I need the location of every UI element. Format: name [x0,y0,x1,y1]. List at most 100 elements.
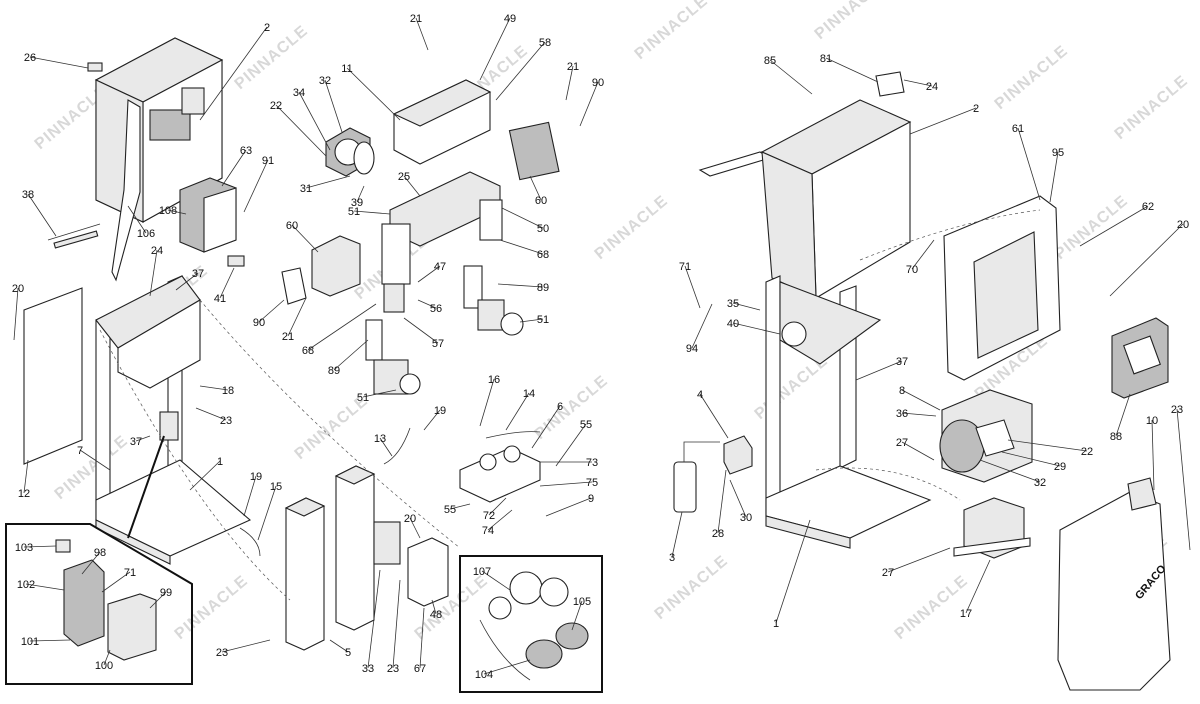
right-frame-part [765,275,932,549]
leader-line-c-41 [219,267,235,299]
callout-c-98: 98 [94,547,106,559]
leader-line-c-37a [175,272,199,291]
pump-assembly-part [381,121,560,313]
callout-c-89b: 89 [328,365,340,377]
leader-line-c-58 [495,41,546,101]
leader-line-c-61 [1017,127,1041,201]
leader-line-c-3 [671,511,683,558]
leader-line-c-27a [901,441,935,461]
callout-c-81: 81 [820,53,832,65]
callout-c-104: 104 [475,669,493,681]
leader-line-c-68b [307,303,377,351]
callout-c-85: 85 [764,55,776,67]
callout-c-17: 17 [960,608,972,620]
callout-c-30: 30 [740,512,752,524]
callout-c-95: 95 [1052,147,1064,159]
leader-line-c-102 [25,583,65,591]
callout-c-19a: 19 [434,405,446,417]
leader-line-c-88 [1115,393,1131,437]
callout-c-62: 62 [1142,201,1154,213]
leader-line-c-60b [291,224,319,253]
leader-line-c-60a [529,175,542,201]
callout-c-58: 58 [539,37,551,49]
leader-line-c-19b [243,475,257,517]
leader-line-c-51b [519,318,544,323]
leader-line-c-50 [501,207,544,229]
callout-c-1b: 1 [773,618,779,630]
leader-line-c-23b [221,639,271,653]
callout-c-23b: 23 [216,647,228,659]
callout-c-71b: 71 [679,261,691,273]
callout-c-48: 48 [430,609,442,621]
leader-line-c-89a [497,283,544,288]
leader-line-c-21b [565,65,574,101]
shroud-part [943,195,1061,381]
leader-line-c-22b [1007,439,1088,452]
leader-line-c-17 [965,559,991,614]
callout-c-5: 5 [345,647,351,659]
side-panel-part [23,287,83,465]
callout-c-108: 108 [159,205,177,217]
callout-c-68b: 68 [302,345,314,357]
leader-line-c-75 [539,481,593,487]
callout-c-100: 100 [95,660,113,672]
callout-c-102: 102 [17,579,35,591]
leader-line-c-71a [101,571,131,593]
leader-line-c-1b [775,519,811,624]
callout-c-40: 40 [727,318,739,330]
leader-line-c-31 [305,175,351,189]
leader-line-c-32b [979,459,1041,483]
leader-line-c-10 [1151,419,1155,491]
leader-line-c-63 [221,149,247,187]
leader-line-c-27b [887,547,951,573]
leader-line-c-90a [579,81,599,127]
leader-line-c-98 [81,551,101,575]
callout-c-23a: 23 [220,415,232,427]
callout-c-37b: 37 [130,436,142,448]
callout-c-13: 13 [374,433,386,445]
leader-line-c-56 [417,299,437,309]
callout-c-23c: 23 [387,663,399,675]
callout-c-75: 75 [586,477,598,489]
callout-c-50: 50 [537,223,549,235]
bottle-part [673,435,753,513]
leader-line-c-72 [488,497,507,516]
inset-detail-gauges [459,555,603,693]
leader-line-c-94 [691,303,713,349]
leader-line-c-4 [699,393,729,439]
right-assembly: GRACO [673,71,1171,691]
inset-detail-left [5,523,193,685]
leader-line-c-33 [367,569,381,669]
leader-line-c-12 [23,459,29,494]
leader-line-c-85 [769,59,813,95]
pump-cover-part [311,235,361,297]
callout-c-11: 11 [341,63,352,75]
callout-c-67: 67 [414,663,426,675]
callout-c-8: 8 [899,385,905,397]
leader-line-c-39 [356,185,365,203]
callout-c-7: 7 [77,445,83,457]
leader-line-c-34 [298,91,331,151]
leader-line-c-51c [362,389,397,398]
callout-c-23d: 23 [1171,404,1183,416]
callout-c-27a: 27 [896,437,908,449]
callout-c-31: 31 [300,183,312,195]
leader-line-c-13 [379,437,393,457]
leader-line-c-35 [732,302,761,311]
callout-c-106: 106 [137,228,155,240]
leader-line-c-15 [257,485,277,541]
callout-c-1a: 1 [217,456,223,468]
manifold-part [459,447,541,503]
leader-line-c-21a [415,17,429,51]
callout-c-3: 3 [669,552,675,564]
leader-line-c-2b [909,107,977,135]
leader-line-c-5 [329,639,349,653]
callout-c-103: 103 [15,542,33,554]
callout-c-25: 25 [398,171,410,183]
callout-c-63: 63 [240,145,252,157]
callout-c-37c: 37 [896,356,908,368]
callout-c-107: 107 [473,566,491,578]
watermark-text: PINNACLE [652,552,732,623]
